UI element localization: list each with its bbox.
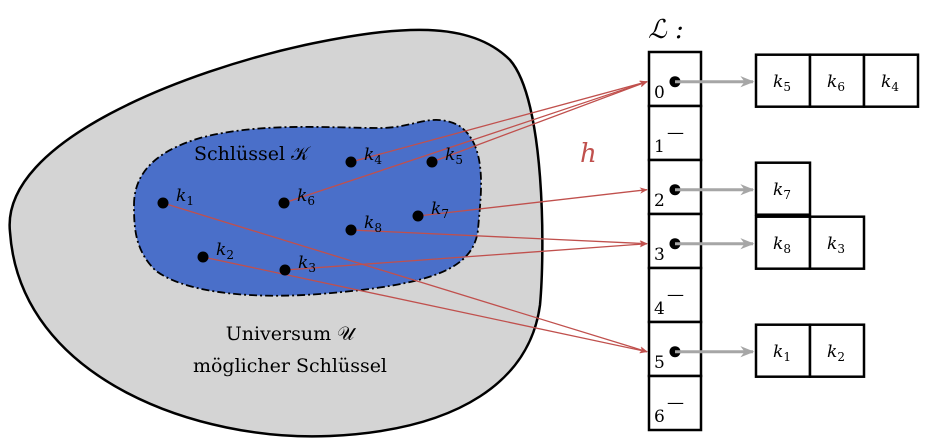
hash-arrow-k3 [284,241,648,271]
slot-index: 0 [654,83,665,103]
chain-0: k5 k6 k4 [754,53,920,108]
table-slot-2: 2 [647,158,703,216]
hash-arrow-k4 [350,80,648,163]
chain-key-label: k1 [773,342,791,364]
key-dot [345,156,357,168]
chain-key-label: k4 [881,72,899,94]
key-label: k4 [364,145,382,167]
chain-key-label: k3 [827,234,845,256]
key-dot [412,210,424,222]
key-k5: k5 [426,145,463,168]
hash-arrow-k1 [162,202,648,353]
hash-arrow-k5 [431,81,648,163]
table-slot-6: 6— [647,374,703,432]
key-k6: k6 [278,186,315,209]
chain-node-k4: k4 [862,53,920,108]
chains: k5 k6 k4 k7 k8 k3 k1 k2 [675,53,920,378]
slot-index: 3 [654,245,665,265]
chain-key-label: k6 [827,72,845,94]
hash-arrow-k8 [350,229,648,247]
empty-marker: — [667,123,684,143]
key-k7: k7 [412,199,449,222]
chain-node-k6: k6 [808,53,866,108]
key-label: k3 [298,253,316,275]
table-slot-1: 1— [647,104,703,162]
empty-marker: — [667,285,684,305]
key-label: k7 [431,199,449,221]
key-dot [278,197,290,209]
chain-node-k5: k5 [754,53,812,108]
chain-cell [808,323,866,378]
table-slot-5: 5 [647,320,703,378]
table-label: ℒ : [648,15,684,45]
slot-index: 5 [654,353,665,373]
chain-cell [754,323,812,378]
chain-3: k8 k3 [754,215,866,270]
key-dot [426,156,438,168]
key-k3: k3 [279,253,316,276]
keyset-region [133,119,482,297]
table-cell [647,320,703,378]
key-dot [279,264,291,276]
key-dot [157,197,169,209]
table-slot-3: 3 [647,212,703,270]
hash-function-label: h [580,139,597,169]
chain-key-label: k2 [827,342,845,364]
chain-cell [808,215,866,270]
chain-key-label: k5 [773,72,791,94]
hash-arrow-k7 [417,187,648,217]
slot-index: 6 [654,407,665,427]
key-label: k8 [364,213,382,235]
table-cell [647,374,703,432]
hash-table: 01—234—56— [647,50,703,432]
key-k1: k1 [157,186,194,209]
universe-label-line2: möglicher Schlüssel [193,355,387,377]
table-cell [647,104,703,162]
table-slot-4: 4— [647,266,703,324]
chain-node-k7: k7 [754,161,812,216]
key-dot [197,251,209,263]
chain-key-label: k8 [773,234,791,256]
chain-node-k3: k3 [808,215,866,270]
key-label: k2 [216,240,234,262]
chain-cell [754,161,812,216]
chain-node-k2: k2 [808,323,866,378]
key-label: k5 [445,145,463,167]
hash-arrow-k2 [202,256,648,354]
key-k8: k8 [345,213,382,236]
keys: k1 k2 k3 k4 k5 k6 k7 k8 [157,145,463,276]
slot-index: 4 [654,299,665,319]
key-k4: k4 [345,145,382,168]
chain-cell [754,53,812,108]
chain-cell [808,53,866,108]
key-label: k6 [297,186,315,208]
chain-5: k1 k2 [754,323,866,378]
empty-marker: — [667,393,684,413]
table-slot-0: 0 [647,50,703,108]
universe-label-line1: Universum 𝒰 [226,323,357,345]
chain-cell [862,53,920,108]
chain-node-k1: k1 [754,323,812,378]
slot-index: 1 [654,137,665,157]
keyset-label: Schlüssel 𝒦 [194,143,311,165]
chain-key-label: k7 [773,180,791,202]
chain-2: k7 [754,161,812,216]
key-label: k1 [176,186,194,208]
key-dot [345,224,357,236]
hash-arrows [162,80,648,354]
hash-arrow-k6 [283,80,648,204]
table-cell [647,266,703,324]
chain-node-k8: k8 [754,215,812,270]
key-k2: k2 [197,240,234,263]
slot-index: 2 [654,191,665,211]
